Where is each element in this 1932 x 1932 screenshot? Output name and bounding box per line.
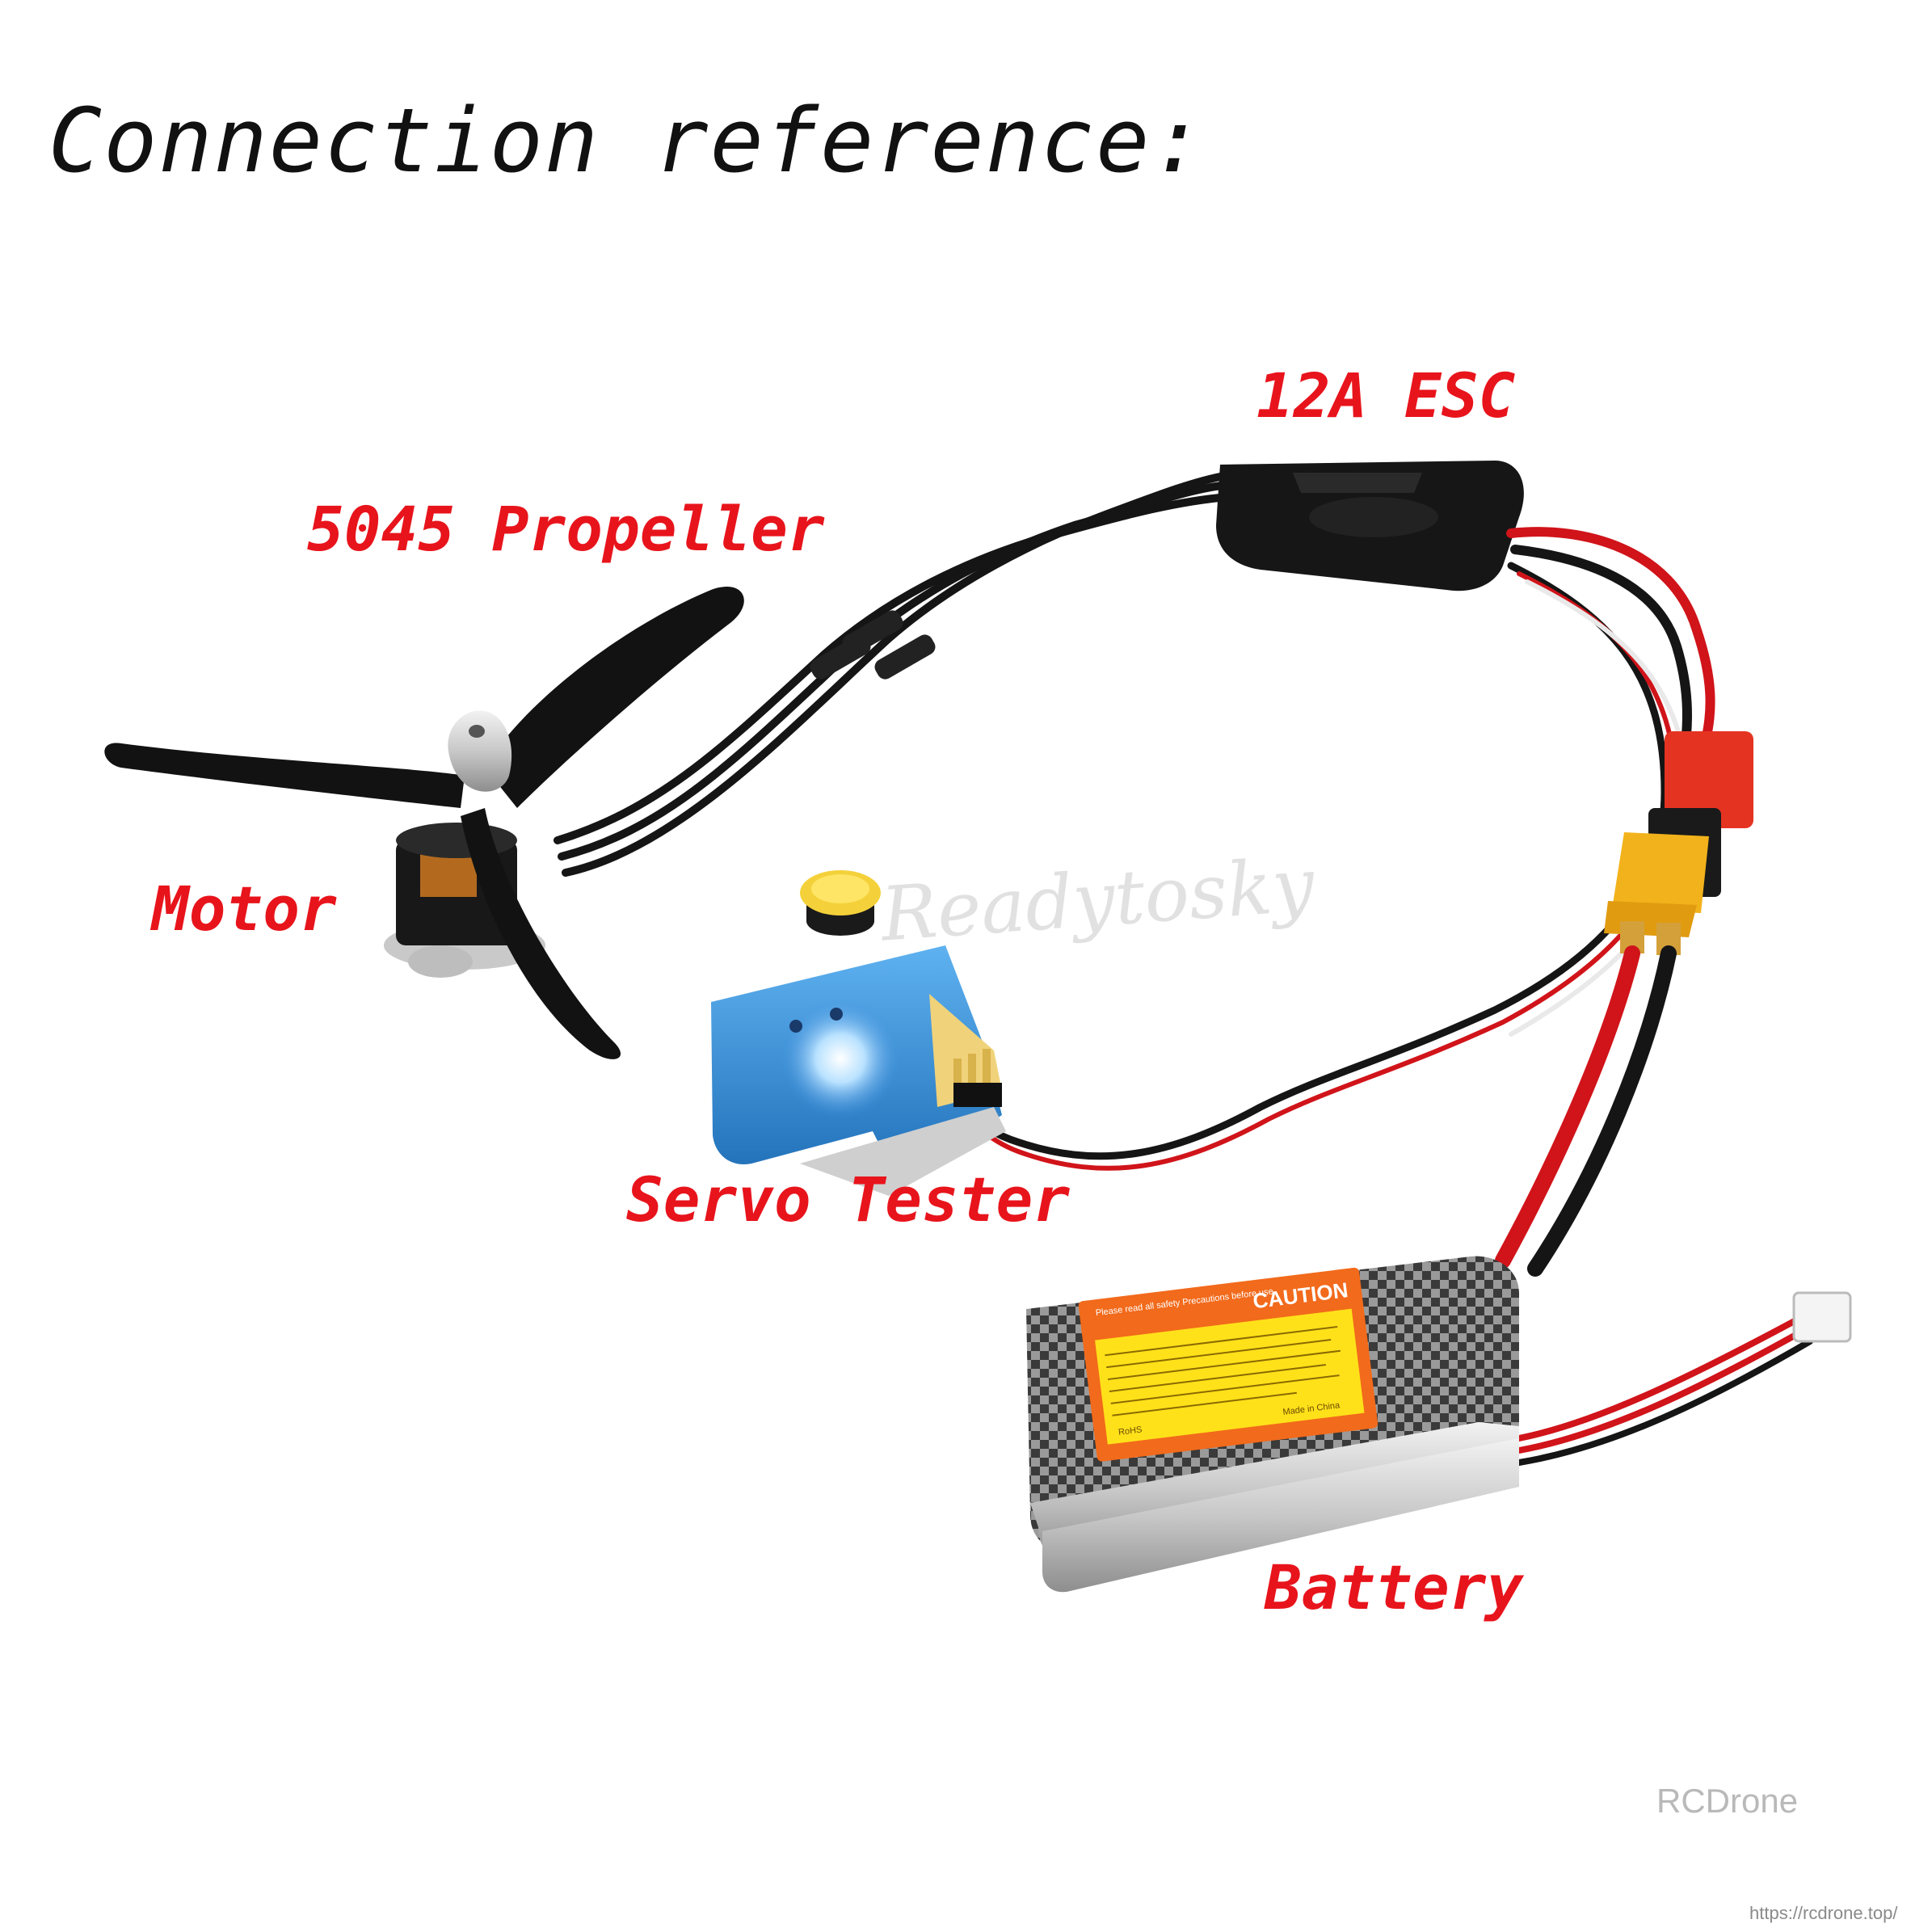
label-servo-tester: Servo Tester (626, 1164, 1071, 1235)
battery-wires (1495, 945, 1813, 1466)
site-url: https://rcdrone.top/ (1749, 1903, 1898, 1923)
motor-wires (554, 471, 1232, 877)
battery-icon: CAUTION Please read all safety Precautio… (1026, 1256, 1519, 1593)
rohs-mark: RoHS (1118, 1425, 1143, 1437)
xt60-connector-icon (1604, 731, 1753, 955)
balance-connector (1792, 1291, 1852, 1343)
label-motor: Motor (152, 873, 337, 945)
label-battery: Battery (1265, 1551, 1524, 1623)
label-propeller: 5045 Propeller (307, 493, 825, 565)
page-title: Connection reference: (48, 89, 1206, 192)
propeller-icon (104, 586, 744, 1059)
servo-tester-icon (711, 870, 1006, 1196)
label-esc: 12A ESC (1256, 360, 1516, 431)
brand-name: RCDrone (1656, 1782, 1799, 1820)
bullet-connectors (810, 610, 936, 680)
esc-icon (1216, 461, 1524, 591)
